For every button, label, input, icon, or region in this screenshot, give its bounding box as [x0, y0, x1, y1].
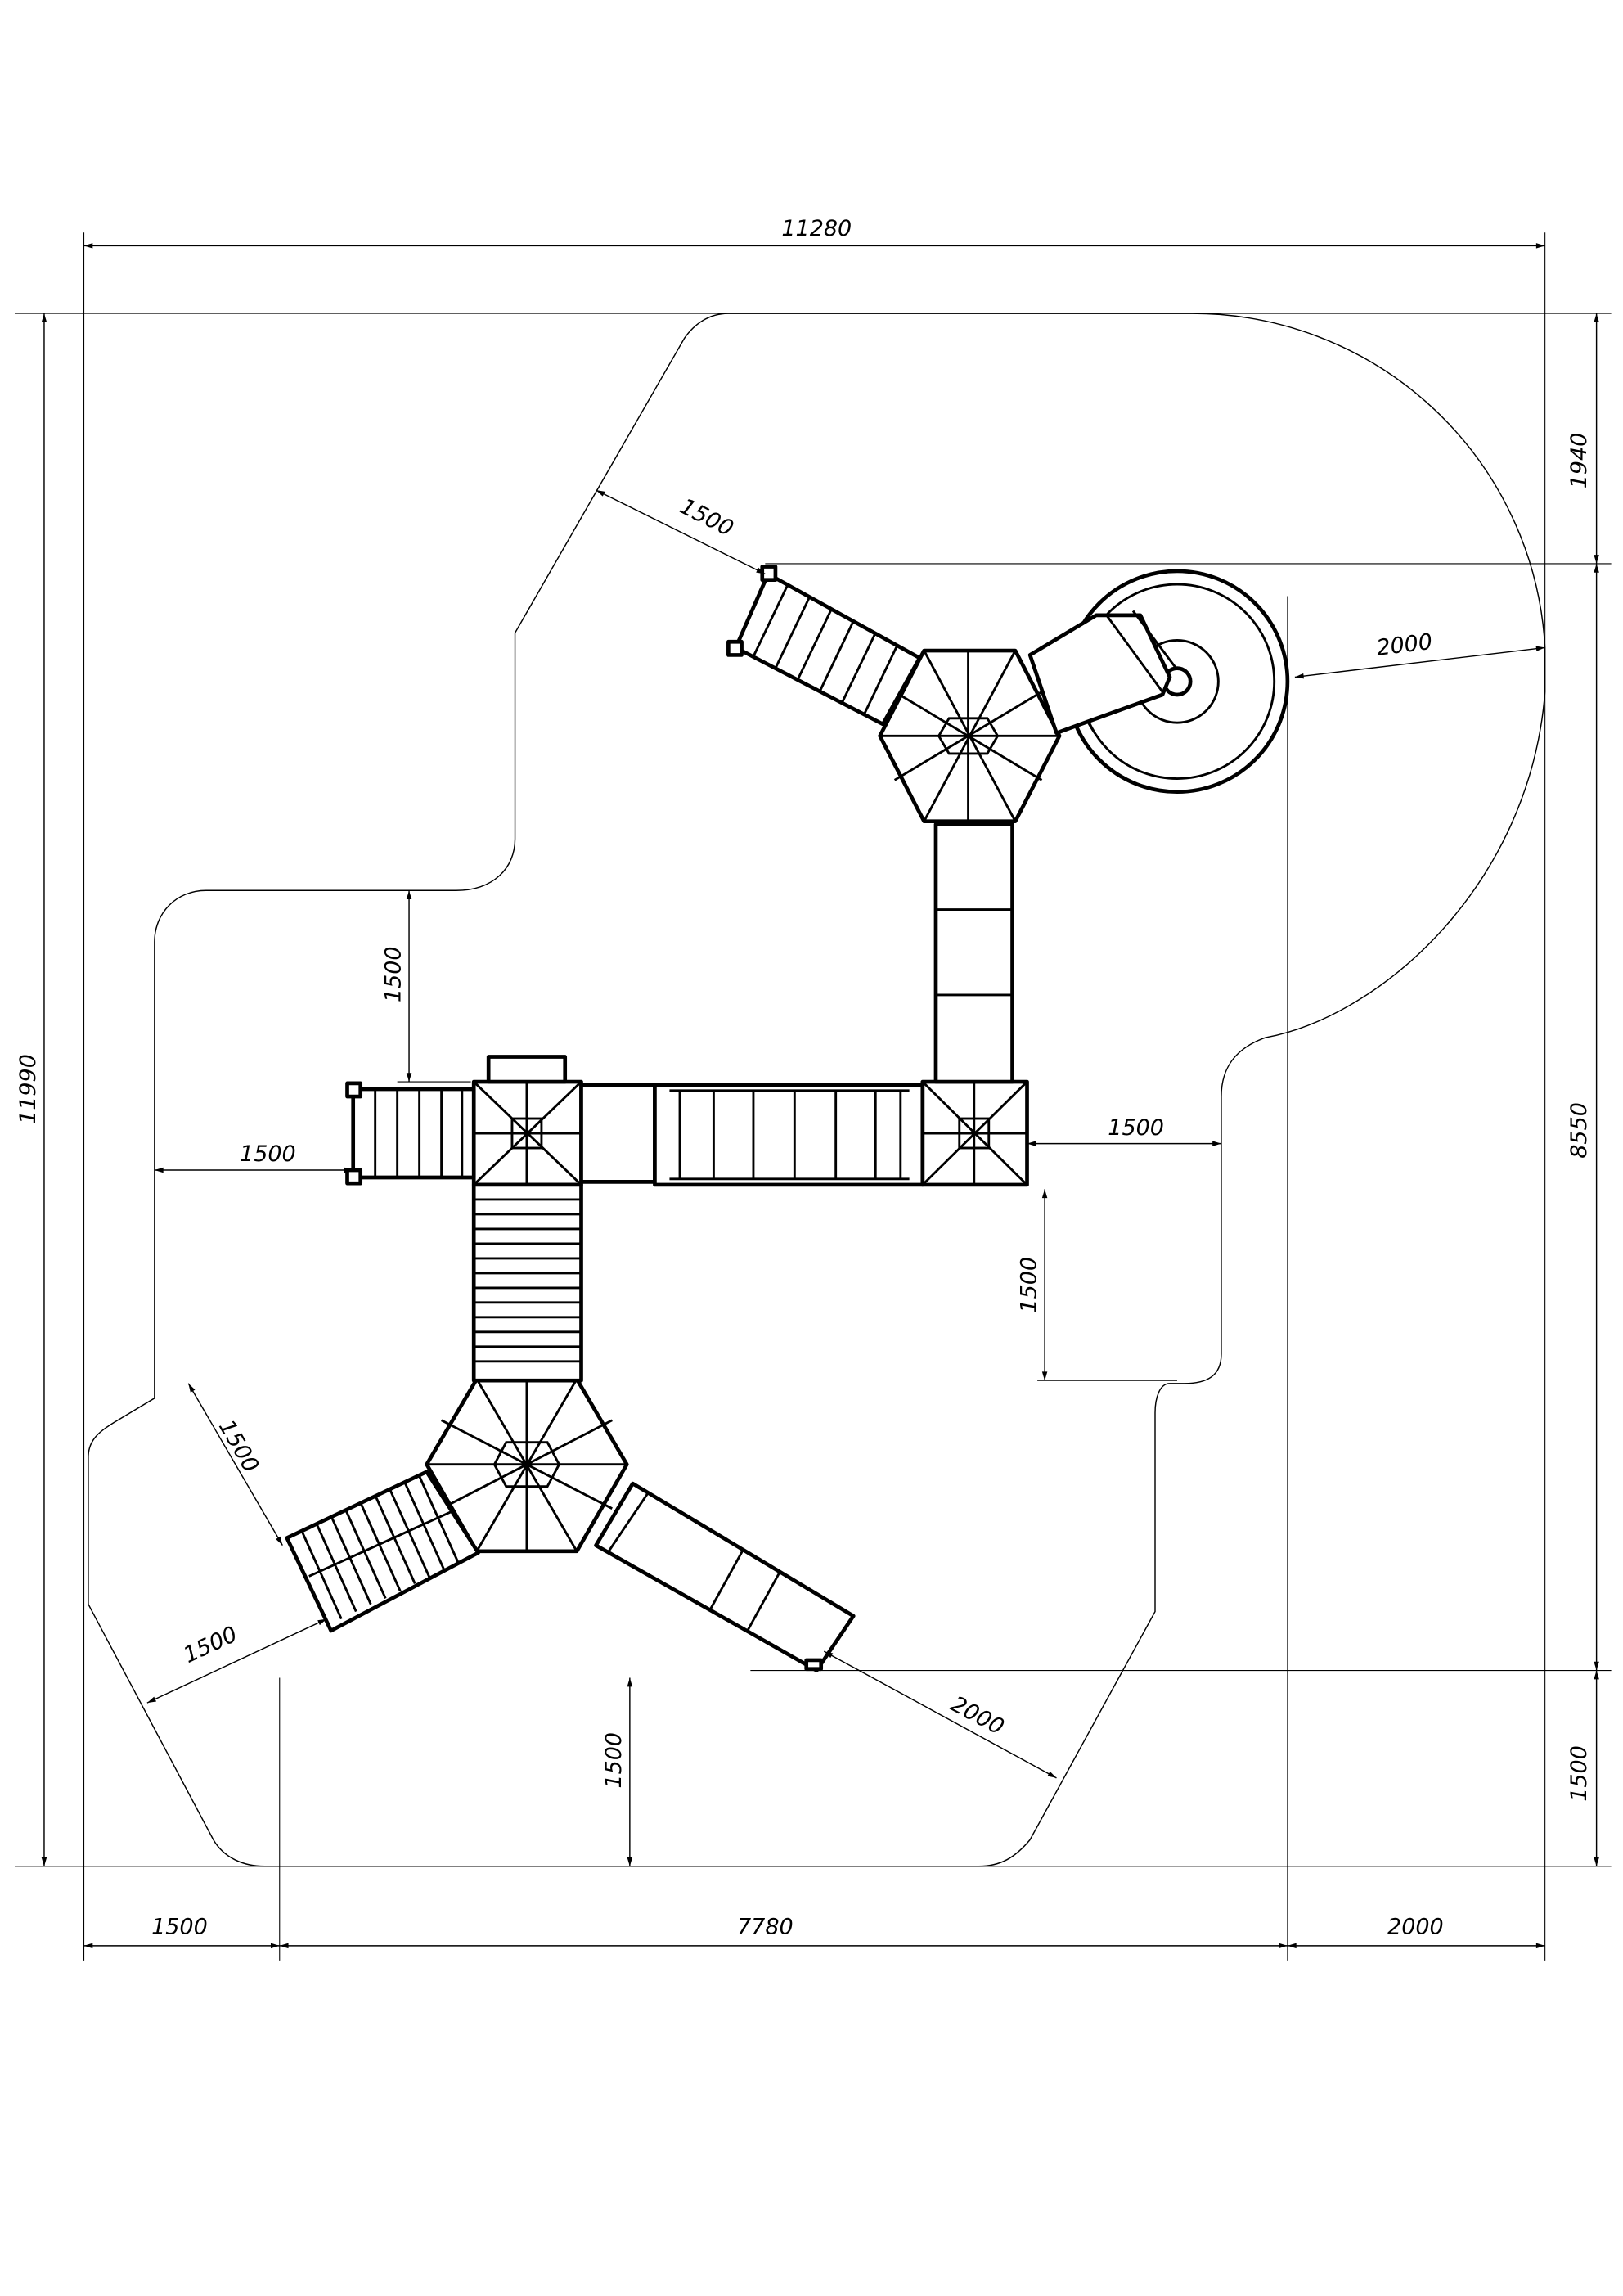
- dim-upper-left-vertical: 1500: [380, 946, 406, 1002]
- hex-tower-upper: [878, 648, 1062, 824]
- dim-spiral-slide: 2000: [1375, 629, 1434, 661]
- dim-bottom-3: 2000: [1387, 1915, 1444, 1940]
- dim-overall-width: 11280: [781, 216, 852, 241]
- stair-lower-left: [285, 1470, 480, 1633]
- square-tower-right: [920, 1079, 1029, 1187]
- safety-zone-outline: [88, 313, 1546, 1867]
- stair-left: [345, 1081, 476, 1186]
- slide-lower: [594, 1481, 856, 1672]
- dim-overall-height: 11990: [16, 1054, 41, 1124]
- bridge-horizontal: [579, 1083, 925, 1187]
- stair-vertical: [471, 1182, 583, 1383]
- dimensions: 11280 11990 1940 8550 1500 1500 7780 200…: [16, 216, 1599, 1949]
- dim-right-3: 1500: [1567, 1745, 1592, 1802]
- dim-bottom-1: 1500: [151, 1915, 208, 1940]
- dim-lower-left-bottom: 1500: [180, 1622, 241, 1668]
- bridge-vertical-upper: [933, 822, 1014, 1084]
- dim-right-square: 1500: [1108, 1115, 1164, 1141]
- dim-bottom-2: 7780: [737, 1915, 794, 1940]
- dim-right-2: 8550: [1567, 1102, 1592, 1159]
- square-tower-left: [471, 1055, 583, 1187]
- dim-bottom-vertical: 1500: [601, 1732, 627, 1789]
- dim-right-vertical: 1500: [1016, 1257, 1041, 1313]
- dim-slide-bottom: 2000: [946, 1691, 1008, 1740]
- spiral-slide: [1027, 569, 1290, 795]
- hex-tower-lower: [425, 1377, 629, 1554]
- dim-left-stair: 1500: [240, 1141, 296, 1167]
- ladder-upper: [726, 565, 922, 727]
- dim-right-1: 1940: [1567, 433, 1592, 489]
- play-structure: [285, 565, 1290, 1672]
- dim-lower-left-top: 1500: [214, 1416, 263, 1477]
